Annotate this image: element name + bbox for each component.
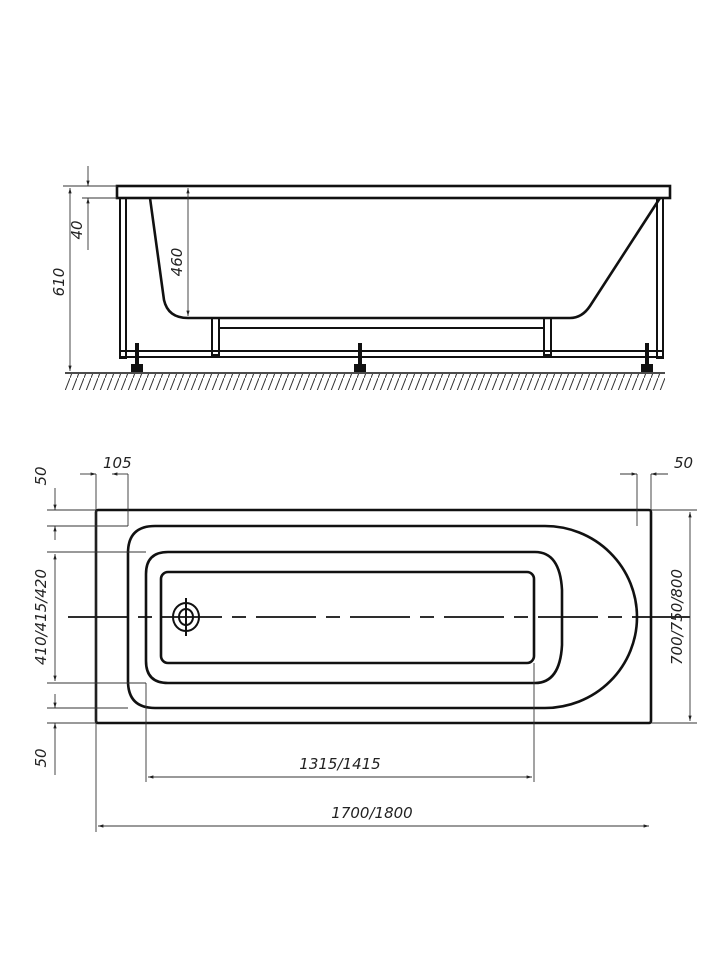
dim-bottom-margin: 50 <box>32 748 50 767</box>
plan-dimensions: 105 50 50 410/415/420 50 700/750/800 131… <box>32 454 697 832</box>
plan-view: 105 50 50 410/415/420 50 700/750/800 131… <box>32 454 697 832</box>
dim-top-margin: 50 <box>32 466 50 485</box>
dim-rim: 40 <box>68 220 86 239</box>
dim-right-offset: 50 <box>674 454 693 472</box>
tub-body <box>148 197 662 320</box>
basin-floor <box>144 550 564 685</box>
dim-depth: 460 <box>168 248 186 277</box>
flat-bottom <box>159 570 536 665</box>
tub-rim <box>115 184 672 200</box>
dim-inner-width: 410/415/420 <box>32 569 50 665</box>
floor-hatching <box>65 374 665 390</box>
dim-left-offset: 105 <box>103 454 132 472</box>
side-dimensions: 610 40 460 <box>50 166 190 371</box>
dim-inner-length: 1315/1415 <box>299 755 380 773</box>
basin-outline <box>126 524 639 710</box>
dim-length: 1700/1800 <box>331 804 412 822</box>
drain-icon <box>172 598 200 636</box>
adjustable-feet <box>131 343 653 372</box>
side-view: 610 40 460 <box>50 166 672 390</box>
dim-total-height: 610 <box>50 268 68 297</box>
dim-width: 700/750/800 <box>668 569 686 665</box>
frame <box>119 197 664 359</box>
